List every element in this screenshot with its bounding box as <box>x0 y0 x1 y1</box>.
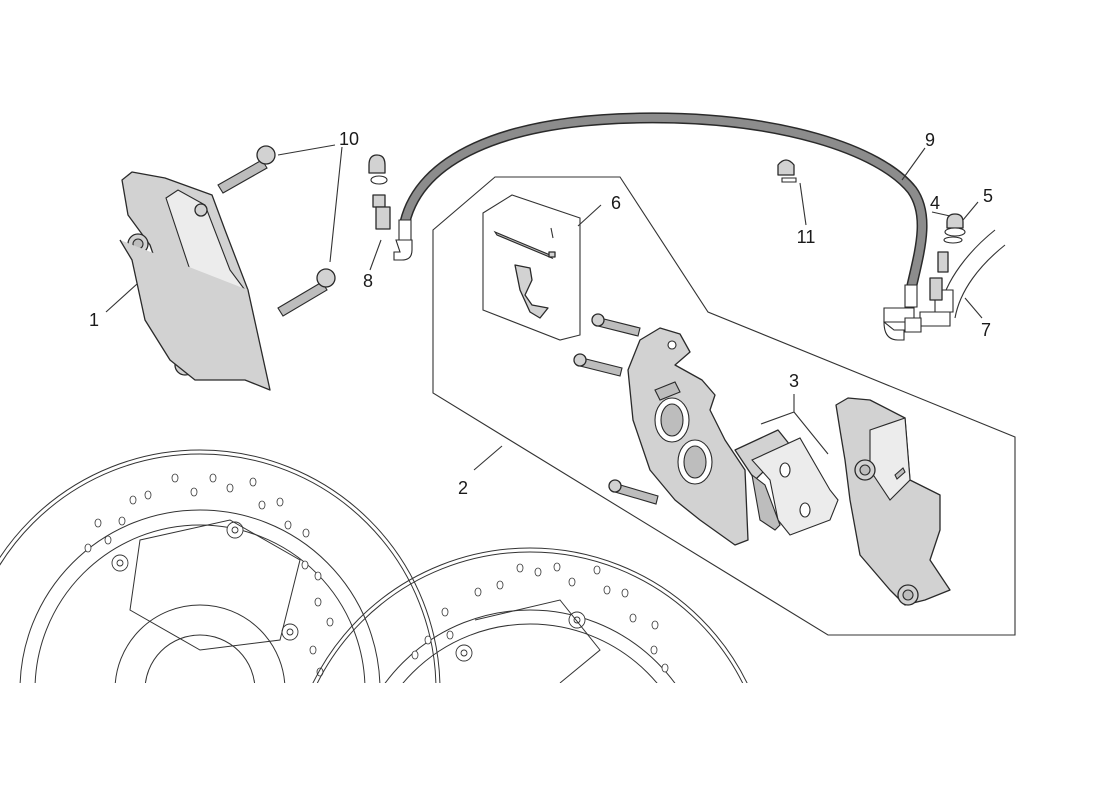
caliper-assembled <box>119 171 271 391</box>
callout-11: 11 <box>796 227 816 247</box>
brake-pads <box>734 429 839 536</box>
callout-4: 4 <box>929 193 941 213</box>
screw-10-bottom <box>277 268 336 317</box>
caliper-bolt-1 <box>591 313 641 337</box>
callout-6: 6 <box>610 193 622 213</box>
brake-disc-left <box>0 449 441 683</box>
callout-7: 7 <box>980 320 992 340</box>
bleed-valve-left <box>368 154 391 230</box>
callout-10: 10 <box>338 129 360 149</box>
caliper-half-inner <box>627 327 749 546</box>
brake-disc-right <box>312 547 748 683</box>
leader-lines <box>105 144 983 471</box>
pad-pin-kit <box>482 194 581 341</box>
bleed-valve-right <box>929 213 966 301</box>
caliper-bolt-2 <box>573 353 623 377</box>
callout-5: 5 <box>982 186 994 206</box>
callout-9: 9 <box>924 130 936 150</box>
screw-10-top <box>217 145 276 194</box>
callout-3: 3 <box>788 371 800 391</box>
caliper-half-outer <box>835 397 951 606</box>
callout-2: 2 <box>457 478 469 498</box>
callout-1: 1 <box>88 310 100 330</box>
hose-clamp <box>777 159 797 183</box>
brake-hose-9 <box>393 112 928 341</box>
caliper-bolt-3 <box>608 479 659 505</box>
callout-8: 8 <box>362 271 374 291</box>
assembly-group-outline <box>432 176 1016 636</box>
